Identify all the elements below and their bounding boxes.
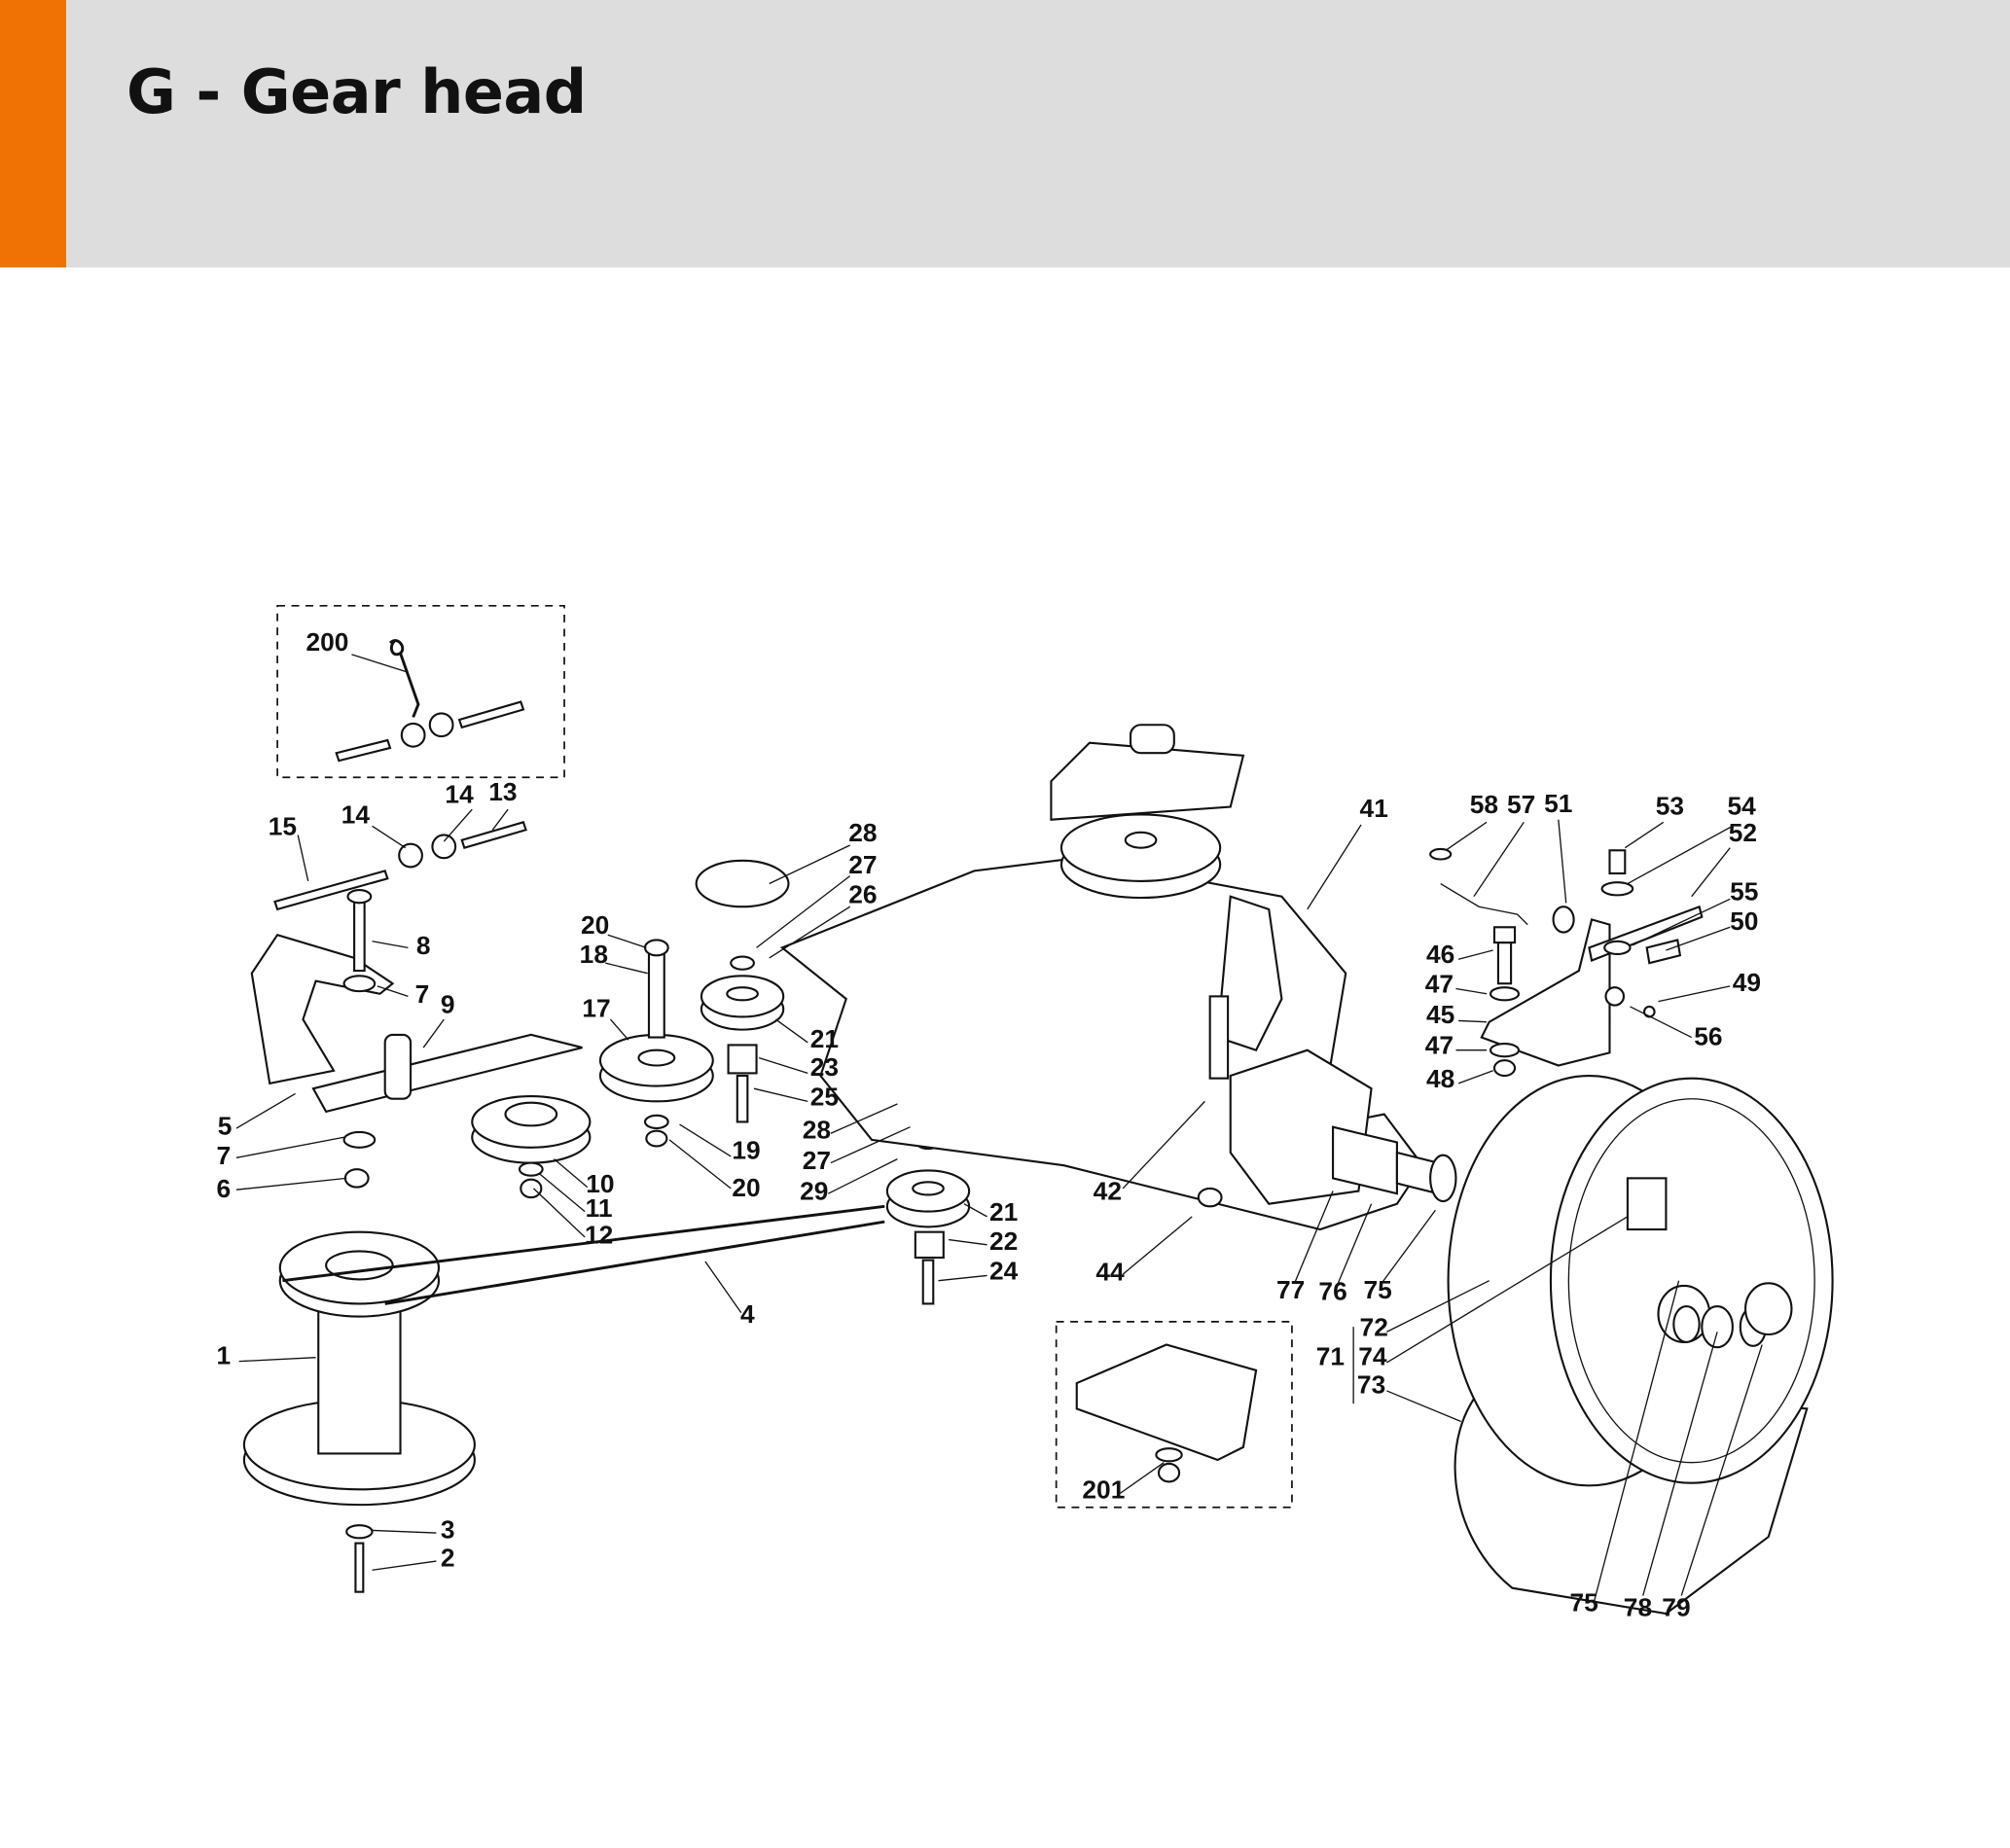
callout-28: 28 bbox=[803, 1116, 831, 1145]
callout-53: 53 bbox=[1656, 791, 1684, 820]
callout-21: 21 bbox=[989, 1197, 1018, 1226]
callout-5: 5 bbox=[218, 1112, 233, 1141]
callout-48: 48 bbox=[1426, 1064, 1454, 1093]
header-bar: G - Gear head bbox=[0, 0, 2010, 267]
callout-200: 200 bbox=[305, 627, 348, 657]
callout-8: 8 bbox=[416, 931, 431, 960]
callout-13: 13 bbox=[488, 777, 517, 806]
callout-46: 46 bbox=[1426, 940, 1454, 969]
callout-28: 28 bbox=[848, 818, 877, 847]
callout-72: 72 bbox=[1360, 1312, 1388, 1341]
callout-14: 14 bbox=[445, 780, 474, 809]
callout-17: 17 bbox=[582, 993, 610, 1022]
callout-12: 12 bbox=[585, 1221, 613, 1250]
callout-4: 4 bbox=[740, 1299, 755, 1329]
callout-41: 41 bbox=[1360, 794, 1388, 823]
callout-51: 51 bbox=[1544, 789, 1572, 818]
page-title: G - Gear head bbox=[126, 56, 587, 127]
callout-15: 15 bbox=[269, 811, 297, 840]
callout-79: 79 bbox=[1662, 1593, 1690, 1622]
callout-3: 3 bbox=[441, 1514, 455, 1544]
callout-50: 50 bbox=[1730, 906, 1758, 936]
callout-18: 18 bbox=[580, 940, 608, 969]
callout-23: 23 bbox=[810, 1052, 839, 1082]
wheel-assembly bbox=[1447, 1074, 1834, 1616]
callout-27: 27 bbox=[803, 1146, 831, 1175]
callout-6: 6 bbox=[216, 1174, 231, 1203]
callout-25: 25 bbox=[810, 1082, 839, 1111]
callout-77: 77 bbox=[1276, 1275, 1305, 1304]
callout-24: 24 bbox=[989, 1256, 1019, 1285]
pulley-10 bbox=[471, 1095, 592, 1199]
callout-54: 54 bbox=[1727, 791, 1756, 820]
callout-14: 14 bbox=[341, 800, 371, 830]
callout-42: 42 bbox=[1094, 1177, 1122, 1206]
tension-bracket bbox=[250, 889, 583, 1189]
callout-19: 19 bbox=[732, 1136, 760, 1165]
callout-49: 49 bbox=[1733, 968, 1761, 997]
callout-47: 47 bbox=[1425, 1031, 1454, 1060]
callout-75: 75 bbox=[1570, 1587, 1598, 1617]
callout-52: 52 bbox=[1729, 818, 1757, 847]
gearbox-housing bbox=[779, 724, 1457, 1231]
callout-27: 27 bbox=[848, 850, 877, 879]
inset-box-200 bbox=[276, 604, 565, 779]
callout-73: 73 bbox=[1357, 1370, 1385, 1400]
inset-axle-mount bbox=[1075, 1343, 1258, 1483]
callout-201: 201 bbox=[1082, 1475, 1125, 1505]
callout-9: 9 bbox=[441, 990, 455, 1019]
drive-belt-4 bbox=[282, 1204, 885, 1305]
callout-44: 44 bbox=[1095, 1258, 1125, 1287]
callout-45: 45 bbox=[1426, 1000, 1454, 1029]
callout-76: 76 bbox=[1318, 1276, 1346, 1305]
shift-bracket bbox=[1429, 847, 1704, 1078]
callout-22: 22 bbox=[989, 1226, 1018, 1256]
inset-spring-parts bbox=[335, 639, 525, 763]
callout-74: 74 bbox=[1358, 1342, 1387, 1371]
callout-55: 55 bbox=[1730, 877, 1758, 906]
callout-1: 1 bbox=[216, 1340, 231, 1369]
callout-56: 56 bbox=[1694, 1021, 1722, 1050]
callout-78: 78 bbox=[1624, 1593, 1652, 1622]
callout-20: 20 bbox=[732, 1173, 760, 1202]
callout-58: 58 bbox=[1470, 790, 1498, 819]
callout-57: 57 bbox=[1507, 790, 1535, 819]
callout-29: 29 bbox=[800, 1177, 828, 1206]
callout-10: 10 bbox=[586, 1169, 614, 1198]
callout-20: 20 bbox=[581, 910, 609, 940]
callout-71: 71 bbox=[1316, 1342, 1345, 1371]
spring-and-nuts bbox=[273, 821, 527, 911]
callout-2: 2 bbox=[441, 1543, 455, 1572]
callout-26: 26 bbox=[848, 879, 877, 908]
inset-box-201 bbox=[1055, 1320, 1293, 1509]
callout-75: 75 bbox=[1364, 1275, 1392, 1304]
callout-labels: 200 15 14 14 13 8 7 9 5 7 6 10 11 12 1 3… bbox=[216, 627, 1761, 1622]
callout-21: 21 bbox=[810, 1024, 839, 1053]
callout-7: 7 bbox=[216, 1141, 231, 1170]
callout-47: 47 bbox=[1425, 969, 1454, 998]
leader-lines bbox=[235, 654, 1763, 1602]
callout-7: 7 bbox=[415, 979, 430, 1009]
callout-11: 11 bbox=[586, 1193, 613, 1223]
accent-stripe bbox=[0, 0, 66, 267]
